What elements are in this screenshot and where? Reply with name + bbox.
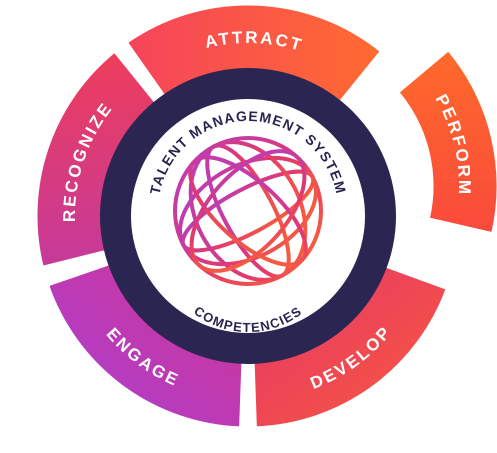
center-disc [131, 99, 365, 333]
segment-perform [395, 47, 497, 236]
globe-wireframe-icon [173, 136, 323, 286]
